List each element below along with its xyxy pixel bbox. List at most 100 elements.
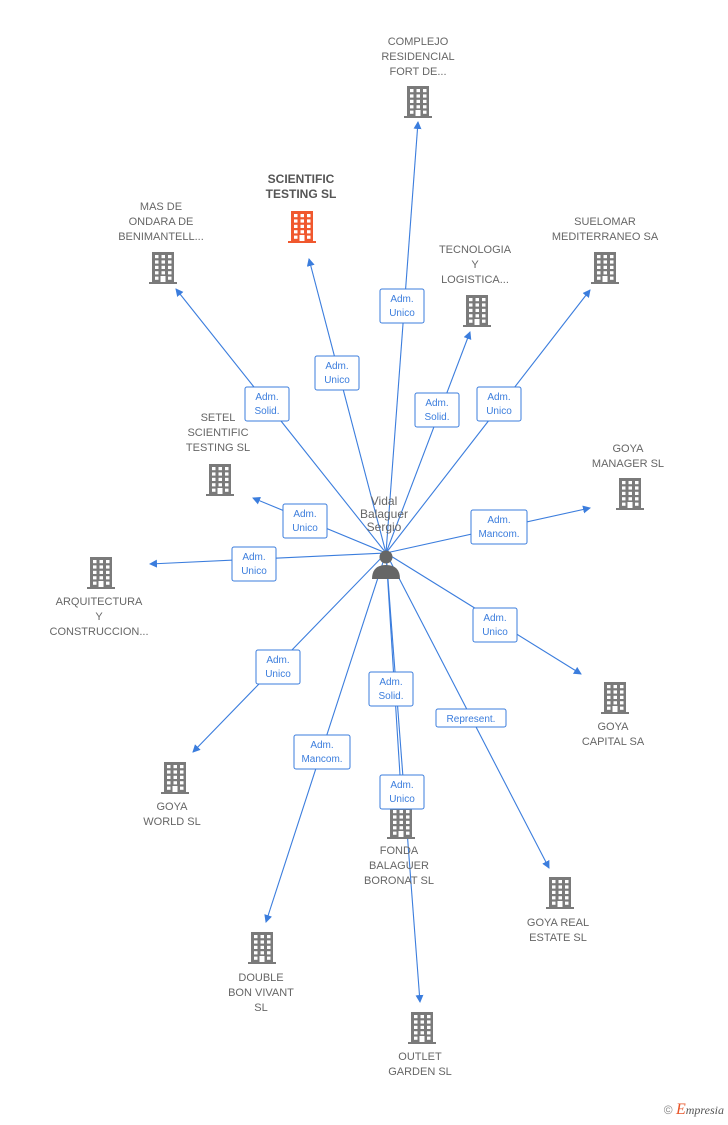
copyright-symbol: © xyxy=(663,1103,673,1117)
company-label-setel-line: SETEL xyxy=(201,412,236,424)
role-label: Adm. Solid. xyxy=(378,677,403,702)
role-label-line: Adm. xyxy=(310,740,333,751)
role-badge-masdeondara[interactable]: Adm.Solid. xyxy=(244,386,290,422)
company-label-goyaworld-line: WORLD SL xyxy=(143,816,200,828)
person-name-line: Balaguer xyxy=(360,507,408,521)
role-badge-suelomar[interactable]: Adm.Unico xyxy=(476,386,522,422)
person-name-line: Sergio xyxy=(367,520,402,534)
role-label-line: Unico xyxy=(389,794,415,805)
company-label-goyaworld-line: GOYA xyxy=(157,801,189,813)
role-label-line: Adm. xyxy=(255,392,278,403)
company-label-goyamanager-line: MANAGER SL xyxy=(592,458,664,470)
role-label-line: Unico xyxy=(482,627,508,638)
role-badge-outlet[interactable]: Adm. Unico xyxy=(379,774,425,810)
role-badge-goyamanager[interactable]: Adm.Mancom. xyxy=(470,509,528,545)
company-label-doublebon-line: BON VIVANT xyxy=(228,987,294,999)
role-label: Adm.Solid. xyxy=(254,392,279,417)
role-label-line: Mancom. xyxy=(301,754,342,765)
company-label-scientific-line: SCIENTIFIC xyxy=(268,172,335,186)
role-label-line: Adm. xyxy=(483,613,506,624)
building-icon-tecnologia[interactable] xyxy=(463,295,491,327)
building-icon-scientific[interactable] xyxy=(288,211,316,243)
company-label-fonda-line: FONDA xyxy=(380,845,419,857)
building-icon-arquitectura[interactable] xyxy=(87,557,115,589)
company-label-tecnologia: TECNOLOGIA Y LOGISTICA... xyxy=(439,244,512,286)
role-label-line: Solid. xyxy=(378,691,403,702)
role-label-line: Unico xyxy=(241,566,267,577)
role-badge-setel[interactable]: Adm. Unico xyxy=(282,503,328,539)
role-badge-arquitectura[interactable]: Adm. Unico xyxy=(231,546,277,582)
company-label-setel-line: SCIENTIFIC xyxy=(187,427,248,439)
building-icon-goyaworld[interactable] xyxy=(161,762,189,794)
company-label-tecnologia-line: Y xyxy=(471,259,479,271)
role-label: Adm.Unico xyxy=(486,392,512,417)
role-label: Adm.Solid. xyxy=(424,398,449,423)
company-label-scientific-line: TESTING SL xyxy=(266,187,337,201)
role-badge-tecnologia[interactable]: Adm.Solid. xyxy=(414,392,460,428)
company-label-arquitectura-line: Y xyxy=(95,611,103,623)
company-label-outlet-line: GARDEN SL xyxy=(388,1066,452,1078)
building-icon-goyacapital[interactable] xyxy=(601,682,629,714)
role-label-line: Adm. xyxy=(487,392,510,403)
company-label-complejo-line: RESIDENCIAL xyxy=(381,51,454,63)
badges-layer: Adm.UnicoAdm.UnicoAdm.Solid.Adm.Solid.Ad… xyxy=(231,288,528,810)
edge-to-scientific xyxy=(306,258,387,554)
role-label-line: Unico xyxy=(265,669,291,680)
company-label-fonda-line: BORONAT SL xyxy=(364,875,434,887)
company-label-fonda-line: BALAGUER xyxy=(369,860,429,872)
company-label-tecnologia-line: LOGISTICA... xyxy=(441,274,509,286)
company-label-setel-line: TESTING SL xyxy=(186,442,250,454)
footer: © Empresia xyxy=(664,1101,724,1119)
company-label-goyacapital-line: GOYA xyxy=(598,721,630,733)
role-badge-goyaworld[interactable]: Adm. Unico xyxy=(255,649,301,685)
role-label-line: Adm. xyxy=(379,677,402,688)
company-label-arquitectura-line: ARQUITECTURA xyxy=(56,596,143,608)
building-icon-complejo[interactable] xyxy=(404,86,432,118)
building-icon-doublebon[interactable] xyxy=(248,932,276,964)
role-badge-scientific[interactable]: Adm.Unico xyxy=(314,355,360,391)
building-icon-suelomar[interactable] xyxy=(591,252,619,284)
role-badge-fonda[interactable]: Adm. Solid. xyxy=(368,671,414,707)
building-icon-setel[interactable] xyxy=(206,464,234,496)
company-label-masdeondara-line: BENIMANTELL... xyxy=(118,231,204,243)
role-label-line: Unico xyxy=(389,308,415,319)
building-icon-fonda[interactable] xyxy=(387,807,415,839)
role-badge-complejo[interactable]: Adm. Unico xyxy=(379,288,425,324)
person-icon[interactable] xyxy=(372,550,400,580)
company-label-goyaworld: GOYA WORLD SL xyxy=(143,801,200,828)
company-label-fonda: FONDA BALAGUER BORONAT SL xyxy=(364,845,434,887)
role-label-line: Adm. xyxy=(390,294,413,305)
role-label: Adm. Unico xyxy=(389,780,415,805)
role-label-line: Adm. xyxy=(390,780,413,791)
role-badge-goyarealestate[interactable]: Represent. xyxy=(435,708,507,728)
building-icon-goyarealestate[interactable] xyxy=(546,877,574,909)
role-label-line: Unico xyxy=(324,375,350,386)
brand-logo[interactable]: Empresia xyxy=(675,1101,724,1118)
role-badge-doublebon[interactable]: Adm. Mancom. xyxy=(293,734,351,770)
role-label-line: Adm. xyxy=(293,509,316,520)
role-badge-goyacapital[interactable]: Adm. Unico xyxy=(472,607,518,643)
building-icon-goyamanager[interactable] xyxy=(616,478,644,510)
building-icon-outlet[interactable] xyxy=(408,1012,436,1044)
building-icon-masdeondara[interactable] xyxy=(149,252,177,284)
role-label: Adm.Unico xyxy=(324,361,350,386)
role-label: Adm. Mancom. xyxy=(301,740,342,765)
company-label-complejo-line: FORT DE... xyxy=(389,66,446,78)
edge-to-complejo xyxy=(385,121,422,554)
company-label-tecnologia-line: TECNOLOGIA xyxy=(439,244,512,256)
role-label-line: Unico xyxy=(292,523,318,534)
role-label: Adm. Unico xyxy=(292,509,318,534)
role-label-line: Adm. xyxy=(266,655,289,666)
role-label-line: Adm. xyxy=(487,515,510,526)
role-label: Represent. xyxy=(447,714,496,725)
role-label-line: Adm. xyxy=(242,552,265,563)
